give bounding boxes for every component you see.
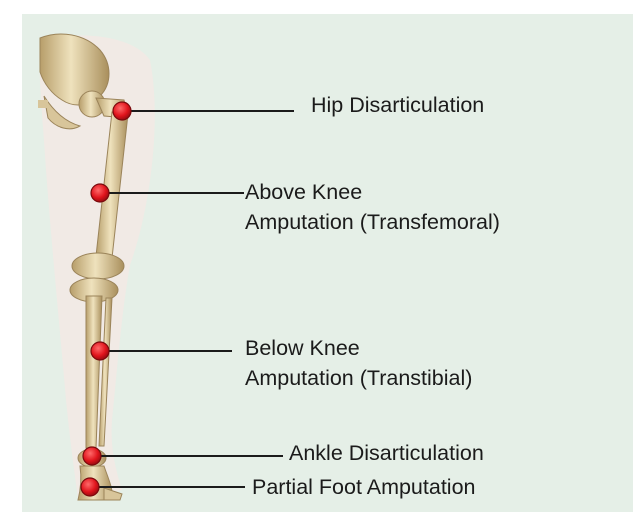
partial-foot-marker [81,478,99,496]
label-above-knee-line1: Above Knee [245,177,500,207]
label-above-knee-line2: Amputation (Transfemoral) [245,207,500,237]
label-ankle-disarticulation: Ankle Disarticulation [289,438,484,468]
label-below-knee-line1: Below Knee [245,333,472,363]
label-hip-text: Hip Disarticulation [311,90,484,120]
label-below-knee: Below Knee Amputation (Transtibial) [245,333,472,393]
hip-marker [113,102,131,120]
label-hip-disarticulation: Hip Disarticulation [311,90,484,120]
label-partial-foot-amputation: Partial Foot Amputation [252,472,475,502]
label-partial-foot-text: Partial Foot Amputation [252,472,475,502]
label-below-knee-line2: Amputation (Transtibial) [245,363,472,393]
label-above-knee: Above Knee Amputation (Transfemoral) [245,177,500,237]
label-ankle-text: Ankle Disarticulation [289,438,484,468]
below-knee-marker [91,342,109,360]
ankle-marker [83,447,101,465]
above-knee-marker [91,184,109,202]
